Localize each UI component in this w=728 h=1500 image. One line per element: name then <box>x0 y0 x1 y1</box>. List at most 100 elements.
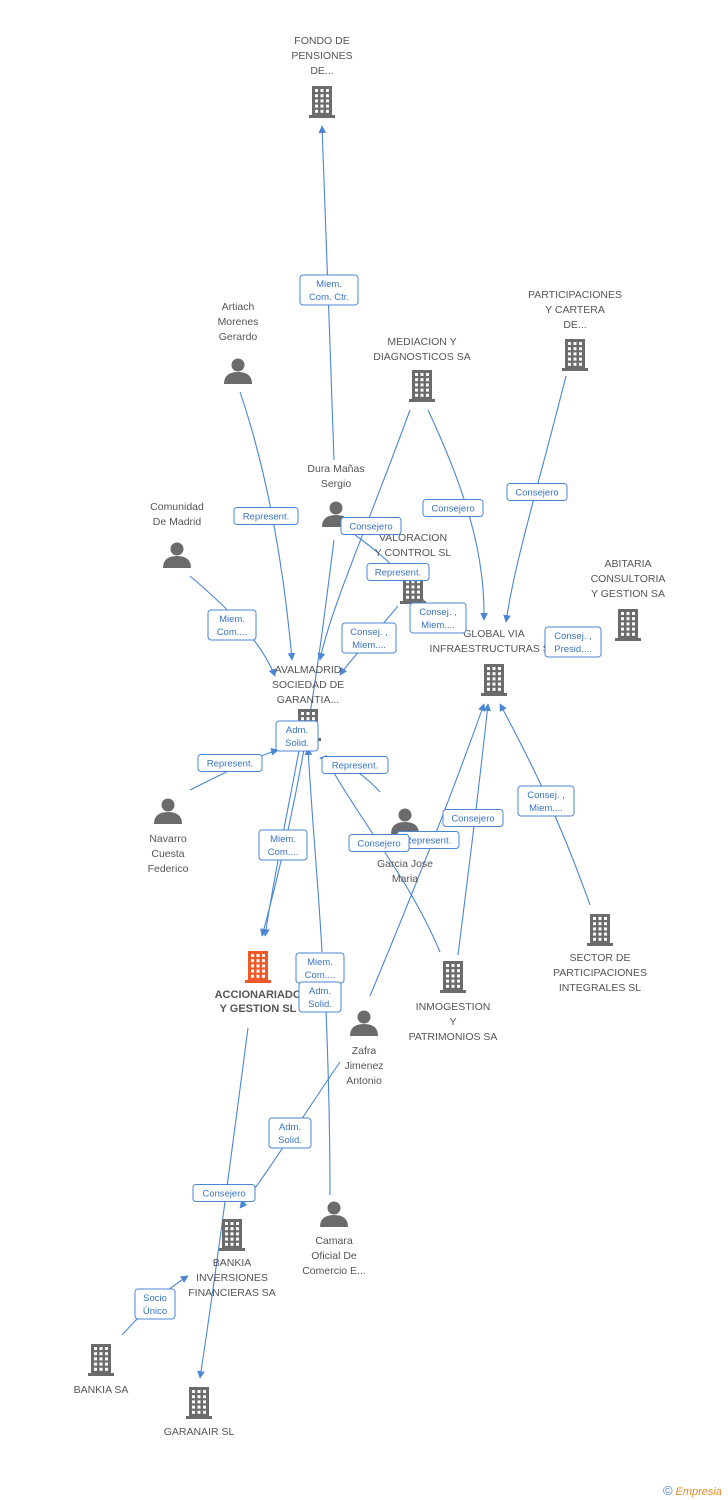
building-icon <box>309 86 335 118</box>
node-label: DE... <box>310 65 333 77</box>
node-label: Y GESTION SA <box>591 588 665 600</box>
badge-label: Consej. , <box>527 790 565 801</box>
building-icon <box>245 951 271 983</box>
relation-badge[interactable]: Consej. ,Miem.... <box>409 602 467 634</box>
badge-label: Único <box>143 1306 167 1317</box>
badge-box <box>340 517 402 535</box>
node-label: ABITARIA <box>604 558 651 570</box>
badge-label: Solid. <box>278 1135 302 1146</box>
badge-label: Socio <box>143 1293 167 1304</box>
edge-16 <box>304 747 323 953</box>
node-label: FONDO DE <box>294 35 349 47</box>
relation-badge[interactable]: Miem. Com.... <box>295 952 345 984</box>
badge-label: Solid. <box>285 738 309 749</box>
badge-label: Represent. <box>207 759 253 770</box>
badge-box <box>366 563 430 581</box>
relation-badge[interactable]: Adm.Solid. <box>298 981 342 1013</box>
relation-badge[interactable]: Represent. <box>366 563 430 581</box>
node-garanair[interactable]: GARANAIR SL <box>164 1387 235 1438</box>
badge-label: Com.... <box>305 970 336 981</box>
node-label: Y <box>449 1016 456 1028</box>
relation-badge[interactable]: Miem.Com.... <box>207 609 257 641</box>
node-label: PARTICIPACIONES <box>528 289 622 301</box>
relation-badge[interactable]: Consejero <box>422 499 484 517</box>
badge-label: Consejero <box>349 522 392 533</box>
relation-badge[interactable]: Represent. <box>396 831 460 849</box>
relation-badge[interactable]: Adm.Solid. <box>275 720 319 752</box>
badge-box <box>197 754 263 772</box>
edge-2 <box>317 409 411 661</box>
badge-label: Consejero <box>451 814 494 825</box>
relation-badge[interactable]: Consejero <box>506 483 568 501</box>
relation-badge[interactable]: Consejero <box>192 1184 256 1202</box>
node-label: BANKIA SA <box>74 1384 129 1396</box>
building-icon <box>440 961 466 993</box>
badge-label: Consejero <box>202 1189 245 1200</box>
relation-badge[interactable]: Miem.Com. Ctr. <box>299 274 359 306</box>
node-label: PENSIONES <box>291 50 352 62</box>
node-label: PATRIMONIOS SA <box>409 1031 498 1043</box>
relation-badge[interactable]: Miem.Com.... <box>258 829 308 861</box>
node-label: Antonio <box>346 1075 382 1087</box>
badge-label: Miem.... <box>529 803 563 814</box>
edge-1 <box>239 391 296 661</box>
badge-box <box>422 499 484 517</box>
relation-badge[interactable]: Consejero <box>348 834 410 852</box>
badge-label: Miem. <box>270 834 296 845</box>
relation-badge[interactable]: Represent. <box>197 754 263 772</box>
badge-label: Consejero <box>357 839 400 850</box>
badge-label: Com. Ctr. <box>309 292 349 303</box>
node-label: DE... <box>563 319 586 331</box>
badge-label: Miem. <box>307 957 333 968</box>
relation-badge[interactable]: Represent. <box>321 756 389 774</box>
relation-badge[interactable]: Consej. , Presid.... <box>544 626 602 658</box>
node-label: INFRAESTRUCTURAS S... <box>430 643 559 655</box>
node-label: De Madrid <box>153 516 202 528</box>
badge-label: Consej. , <box>350 627 388 638</box>
relation-badge[interactable]: Adm.Solid. <box>268 1117 312 1149</box>
edge-17 <box>325 1009 331 1196</box>
edge-14 <box>329 765 441 953</box>
badge-box <box>348 834 410 852</box>
node-fondo[interactable]: FONDO DE PENSIONES DE... <box>291 35 353 118</box>
badge-label: Represent. <box>405 836 451 847</box>
badge-label: Miem.... <box>421 620 455 631</box>
badge-label: Solid. <box>308 999 332 1010</box>
node-label: Comunidad <box>150 501 204 513</box>
relation-badge[interactable]: Consej. , Miem.... <box>517 785 575 817</box>
badge-label: Presid.... <box>554 644 592 655</box>
node-label: Jimenez <box>344 1060 383 1072</box>
node-comunidad[interactable]: Comunidad De Madrid <box>150 501 204 568</box>
relation-badge[interactable]: Represent. <box>233 507 299 525</box>
building-icon <box>587 914 613 946</box>
node-label: Sergio <box>321 478 352 490</box>
footer-brand[interactable]: ©Empresia <box>663 1483 722 1498</box>
node-label: Artiach <box>222 301 255 313</box>
edge-3 <box>427 409 488 621</box>
relation-badge[interactable]: Consejero <box>442 809 504 827</box>
badge-box <box>299 274 359 306</box>
badge-label: Com.... <box>217 627 248 638</box>
badge-box <box>134 1288 176 1320</box>
relation-badge[interactable]: Consej. ,Miem.... <box>341 622 397 654</box>
building-icon <box>562 339 588 371</box>
badge-label: Consej. , <box>554 631 592 642</box>
node-bankia[interactable]: BANKIA SA <box>74 1344 129 1396</box>
node-label: Navarro <box>149 833 187 845</box>
node-label: INTEGRALES SL <box>559 982 641 994</box>
relation-badge[interactable]: Consejero <box>340 517 402 535</box>
badge-box <box>517 785 575 817</box>
